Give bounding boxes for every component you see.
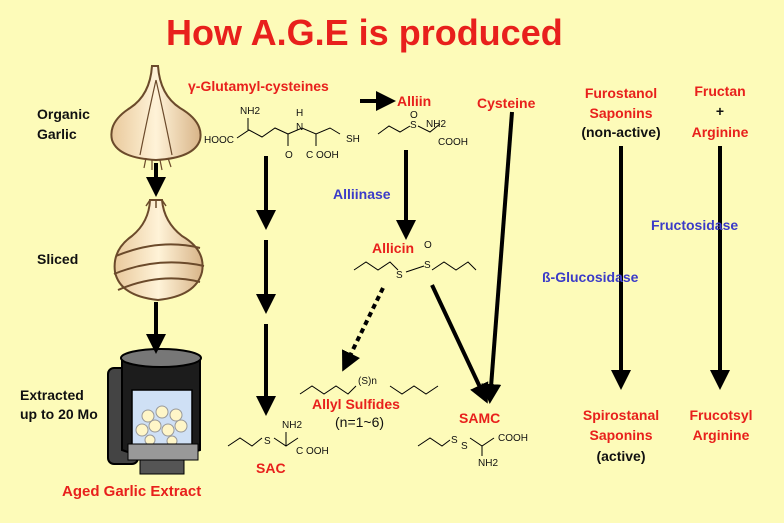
chem-cooh-2: COOH — [438, 137, 468, 148]
sac-structure — [227, 432, 299, 447]
chem-o-3: O — [424, 240, 432, 251]
chem-s-5: S — [451, 435, 458, 446]
chem-sh: SH — [346, 134, 360, 145]
chem-cooh-4: COOH — [498, 433, 528, 444]
chem-s-1: S — [410, 120, 417, 131]
step-extracted: Extracted up to 20 Mo — [20, 387, 98, 422]
frucotsyl-arginine-label: Frucotsyl Arginine — [689, 407, 753, 443]
chem-cooh-1: C OOH — [306, 150, 339, 161]
arrow-allicin-to-samc — [430, 284, 489, 404]
arginine-label: Arginine — [691, 124, 749, 140]
plus-sign: + — [715, 103, 725, 119]
chem-o-1: O — [285, 150, 293, 161]
alliin-label: Alliin — [397, 93, 432, 109]
gamma-glutamyl-cysteines-label: γ-Glutamyl-cysteines — [188, 78, 329, 94]
chem-s-2: S — [396, 270, 403, 281]
aged-garlic-extract-label: Aged Garlic Extract — [62, 483, 202, 500]
garlic-bulb-icon — [110, 65, 202, 171]
chem-nh2-3: NH2 — [282, 420, 302, 431]
step-organic-garlic: Organic Garlic — [37, 106, 90, 142]
chem-s-3: S — [424, 260, 431, 271]
allicin-structure — [353, 261, 477, 273]
alliin-structure — [377, 123, 441, 135]
chem-s-6: S — [461, 441, 468, 452]
spirostanal-state: (active) — [596, 448, 646, 464]
chem-n: N — [296, 122, 303, 133]
allyl-sulfides-structure — [299, 385, 439, 395]
fructosidase-enzyme-label: Fructosidase — [651, 217, 739, 233]
sac-label: SAC — [256, 460, 286, 476]
sliced-garlic-icon — [113, 199, 205, 302]
arrow-allicin-to-allyl-sulfides — [342, 287, 385, 372]
chem-s-4: S — [264, 436, 271, 447]
spirostanal-saponins-label: Spirostanal Saponins — [582, 407, 660, 443]
chem-cooh-3: C OOH — [296, 446, 329, 457]
gamma-glutamyl-cysteine-structure — [236, 118, 341, 146]
chem-nh2-1: NH2 — [240, 106, 260, 117]
allyl-sulfides-label: Allyl Sulfides — [312, 396, 400, 412]
samc-label: SAMC — [459, 410, 501, 426]
allicin-label: Allicin — [372, 240, 415, 256]
fructan-label: Fructan — [694, 83, 746, 99]
step-sliced: Sliced — [37, 251, 79, 267]
alliinase-enzyme-label: Alliinase — [333, 186, 391, 202]
extraction-tank-icon — [107, 348, 202, 475]
furostanol-saponins-label: Furostanol Saponins — [584, 85, 658, 121]
cysteine-label: Cysteine — [477, 95, 536, 111]
glucosidase-enzyme-label: ß-Glucosidase — [542, 269, 639, 285]
chem-nh2-4: NH2 — [478, 458, 498, 469]
chem-o-2: O — [410, 110, 418, 121]
chem-sn: (S)n — [358, 376, 377, 387]
chem-h: H — [296, 108, 303, 119]
chem-hooc: HOOC — [204, 135, 234, 146]
furostanol-state: (non-active) — [581, 124, 661, 140]
chem-nh2-2: NH2 — [426, 119, 446, 130]
page-title: How A.G.E is produced — [166, 12, 563, 53]
samc-structure — [417, 437, 495, 456]
arrow-cysteine-to-samc — [481, 111, 514, 404]
allyl-sulfides-n-range: (n=1~6) — [335, 414, 385, 430]
